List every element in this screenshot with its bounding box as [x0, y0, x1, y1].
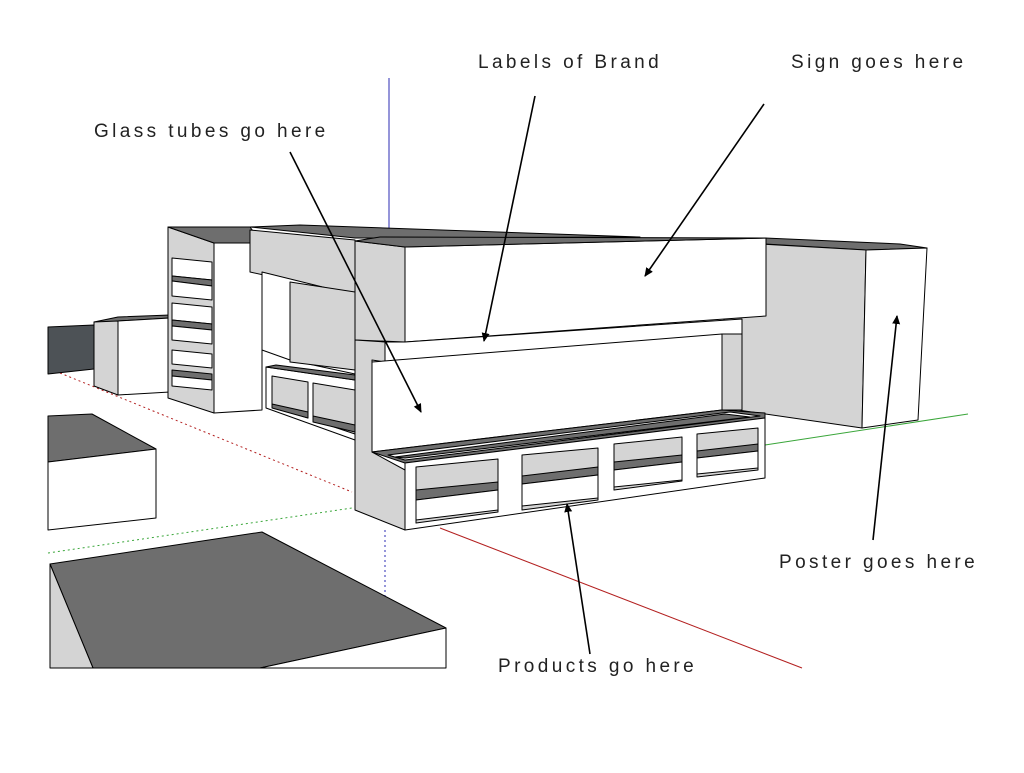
foreground-block-left: [47, 413, 157, 531]
dark-block-face: [47, 324, 95, 375]
back-shelving: [265, 364, 356, 441]
label-labels-of-brand: Labels of Brand: [478, 52, 663, 73]
arrow-poster: [872, 315, 901, 541]
product-compartments: [415, 427, 759, 524]
main-counter: [354, 236, 767, 531]
label-glass-tubes-go-here: Glass tubes go here: [94, 121, 329, 142]
arrow-labels-of-brand: [481, 95, 536, 342]
label-poster-goes-here: Poster goes here: [779, 552, 979, 573]
shelf-tower: [167, 226, 263, 414]
foreground-block-bottom: [49, 531, 447, 669]
green-axis: [764, 413, 969, 446]
back-block-top: [249, 224, 641, 239]
sign-box-top: [354, 236, 767, 248]
label-products-go-here: Products go here: [498, 656, 698, 677]
green-axis-dotted: [47, 507, 353, 554]
label-sign-goes-here: Sign goes here: [791, 52, 967, 73]
back-panel: [289, 281, 356, 371]
glass-panel-side: [721, 333, 743, 411]
small-box-side: [117, 317, 171, 396]
sign-box-front-left: [354, 240, 406, 343]
tower-shelves: [171, 257, 213, 391]
small-box-front: [93, 320, 119, 396]
small-box-left: [47, 314, 171, 396]
arrow-sign: [644, 103, 765, 277]
red-axis: [439, 527, 803, 669]
back-block: [249, 224, 641, 375]
arrow-products: [564, 503, 591, 655]
arrow-glass-tubes: [289, 151, 422, 413]
annotation-arrows: [289, 95, 901, 655]
axes: [47, 78, 969, 669]
